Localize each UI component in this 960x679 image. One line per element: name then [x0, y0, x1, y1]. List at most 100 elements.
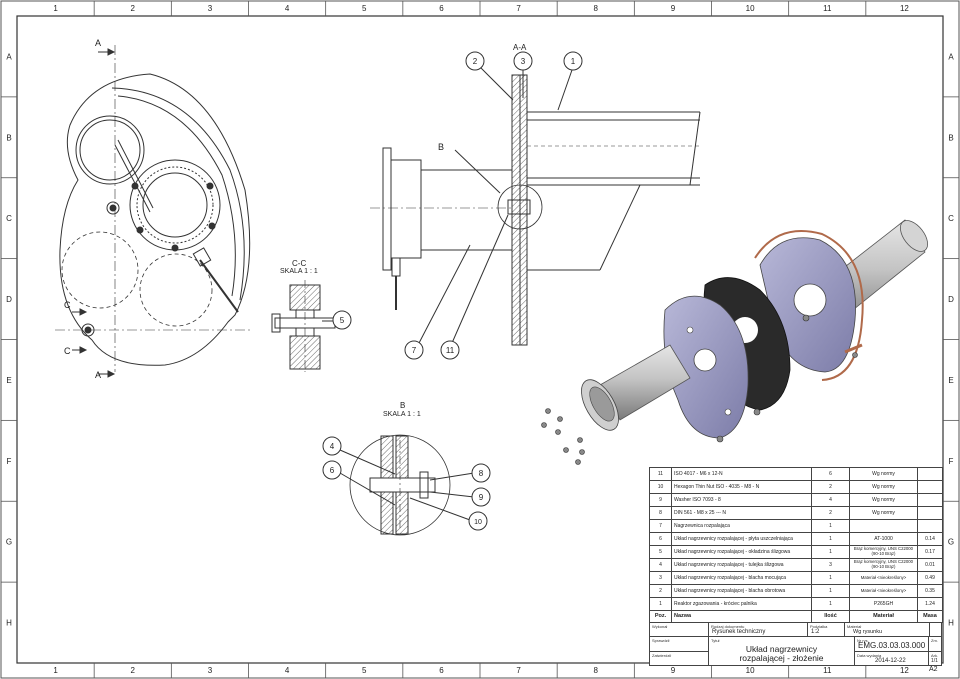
section-a-marker-bottom: A [95, 370, 101, 380]
balloon-2-label: 2 [473, 57, 478, 66]
bom-cell-pos: 10 [649, 480, 672, 494]
tb-date: Data wydania 2014-12-22 [854, 651, 929, 666]
bom-cell-pos: 8 [649, 506, 672, 520]
bom-cell-material: Wg normy [849, 506, 918, 520]
frame-column-label-bottom: 10 [746, 666, 755, 675]
frame-column-label-top: 7 [516, 4, 521, 13]
tb-designed: Wykonał [649, 622, 709, 637]
cut-line [114, 144, 151, 213]
pivot-bolt-core [109, 204, 117, 212]
bom-header-mass: Masa [917, 610, 943, 623]
bom-header-name: Nazwa [671, 610, 812, 623]
heater-flange-inner [142, 172, 208, 238]
balloon-8 [471, 463, 491, 483]
hidden-circle-left [61, 231, 139, 309]
detail-b-scale: SKALA 1 : 1 [383, 411, 421, 418]
bom-cell-pos: 4 [649, 558, 672, 572]
iso-slide-lining [754, 230, 864, 381]
frame-column-label-top: 1 [53, 4, 58, 13]
bom-cell-name: Reaktor zgazowania - króciec palnika [671, 597, 812, 611]
tb-title: Tytuł Układ nagrzewnicy rozpalającej - z… [708, 636, 855, 666]
tb-title-line1: Układ nagrzewnicy [745, 644, 818, 654]
frame-column-label-bottom: 11 [823, 666, 832, 675]
bolt [131, 182, 139, 190]
bom-cell-qty: 2 [811, 506, 850, 520]
bom-cell-pos: 2 [649, 584, 672, 598]
bom-cell-pos: 5 [649, 545, 672, 559]
balloon-6-label: 6 [330, 466, 335, 475]
balloon-5-label: 5 [340, 316, 345, 325]
bom-cell-pos: 1 [649, 597, 672, 611]
tb-sheet-value: 1/1 [931, 658, 938, 664]
frame-row-label-left: E [6, 376, 11, 385]
bom-cell-name: Układ nagrzewnicy rozpalającej - okładzi… [671, 545, 812, 559]
bom-cell-name: Washer ISO 7093 - 8 [671, 493, 812, 507]
bom-cell-material: Brąz komercyjny, UNS C22000 (90-10 Brąz) [849, 545, 918, 559]
frame-column-label-top: 2 [131, 4, 136, 13]
upper-hole [75, 115, 145, 185]
leader-10 [409, 497, 471, 521]
aa-tube-end [689, 111, 701, 186]
balloon-3 [513, 51, 533, 71]
balloon-10-label: 10 [474, 519, 482, 526]
frame-row-label-right: F [949, 457, 954, 466]
aa-mounting-plate [511, 74, 521, 346]
frame-row-label-right: B [948, 133, 953, 142]
bom-cell-material: Brąz komercyjny, UNS C22000 (90-10 Brąz) [849, 558, 918, 572]
bom-cell-qty: 1 [811, 532, 850, 546]
balloon-11 [440, 340, 460, 360]
frame-column-label-bottom: 4 [285, 666, 290, 675]
balloon-4-label: 4 [330, 442, 335, 451]
section-a-marker-top: A [95, 38, 101, 48]
bom-cell-name: Układ nagrzewnicy rozpalającej - płyta u… [671, 532, 812, 546]
frame-row-label-left: A [6, 52, 12, 61]
bom-cell-qty: 1 [811, 519, 850, 533]
bom-cell-qty: 6 [811, 467, 850, 481]
frame-column-label-bottom: 5 [362, 666, 367, 675]
detail-b-view [339, 434, 475, 536]
balloon-6 [322, 460, 342, 480]
frame-row-label-right: C [948, 214, 954, 223]
bom-cell-qty: 1 [811, 571, 850, 585]
balloons-detail-b: 4 6 8 9 10 [322, 436, 491, 531]
bom-cell-name: Układ nagrzewnicy rozpalającej - blacha … [671, 571, 812, 585]
tb-material-value: Wg rysunku [853, 629, 883, 635]
bolt [171, 244, 179, 252]
leader-9 [429, 491, 475, 498]
frame-row-label-left: C [6, 214, 12, 223]
bom-cell-material [849, 519, 918, 533]
iso-handle [844, 343, 863, 354]
rotating-plate-outline [59, 73, 251, 366]
tb-sheet-label: Ark. [931, 653, 939, 658]
tb-rev-label: Zm. [931, 638, 938, 643]
cut-line-2 [117, 139, 154, 209]
frame-column-label-bottom: 6 [439, 666, 444, 675]
hidden-circle-right [139, 253, 213, 327]
detail-b-title: B [400, 401, 405, 410]
bom-cell-qty: 2 [811, 480, 850, 494]
bom-cell-name: ISO 4017 - M6 x 12-N [671, 467, 812, 481]
bom-cell-qty: 3 [811, 558, 850, 572]
tb-scale-value: 1:2 [811, 629, 820, 635]
bom-cell-name: Układ nagrzewnicy rozpalającej - tulejka… [671, 558, 812, 572]
bom-cell-mass [917, 480, 943, 494]
balloon-5 [332, 310, 352, 330]
tb-designed-label: Wykonał [652, 624, 668, 629]
aa-heater-body [390, 159, 422, 259]
bom-cell-material: P265GH [849, 597, 918, 611]
cc-bolt-head [271, 313, 281, 333]
balloon-2 [465, 51, 485, 71]
detail-b-nut [419, 471, 429, 499]
tb-blank [929, 622, 942, 637]
bom-cell-name: Hexagon Thin Nut ISO - 4035 - M8 - N [671, 480, 812, 494]
